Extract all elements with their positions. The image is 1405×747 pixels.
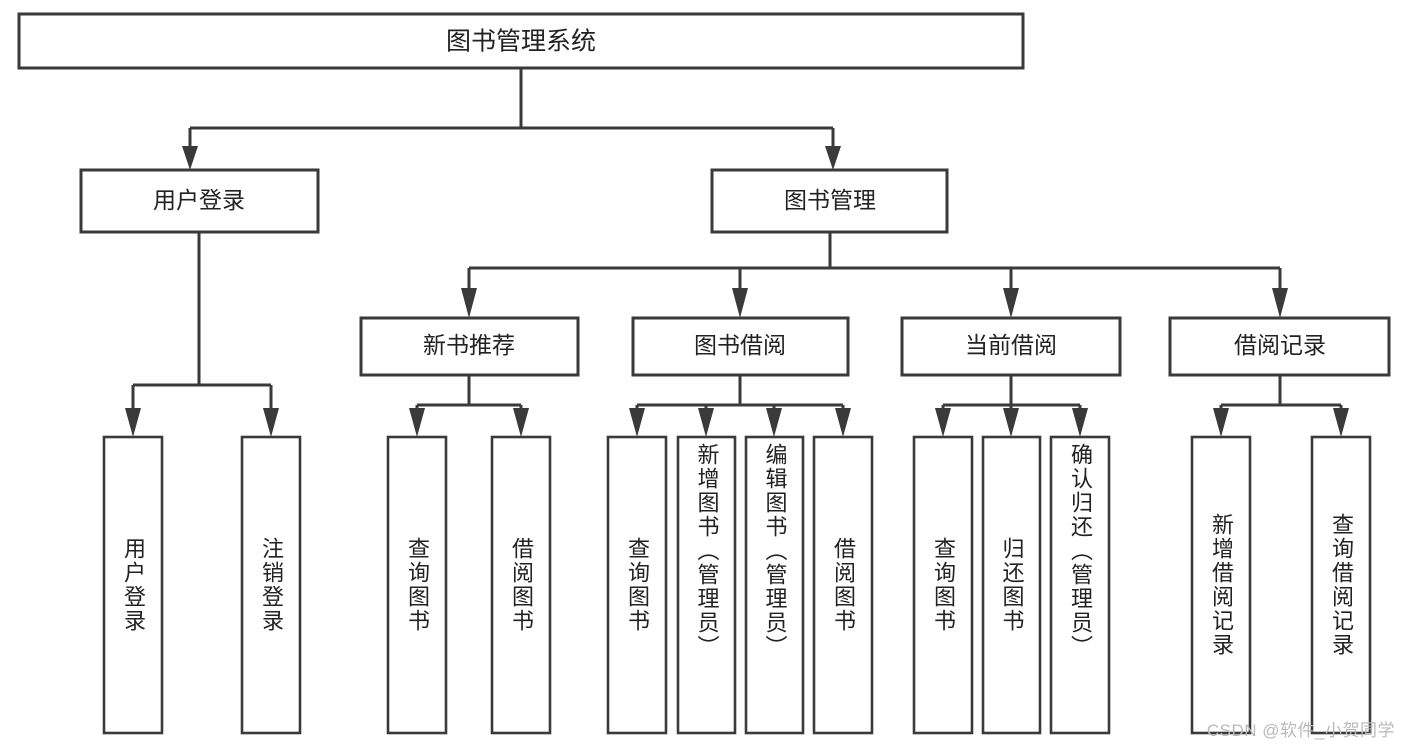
leaf-box-query-book-borrow[interactable] [606,435,668,735]
node-book-borrow[interactable]: 图书借阅 [631,316,850,377]
node-borrow-record[interactable]: 借阅记录 [1168,316,1391,377]
current-borrow-label: 当前借阅 [965,332,1057,358]
arrowhead-icon [766,408,782,437]
arrowhead-icon [835,408,851,437]
leaf-box-borrow-book-recommend[interactable] [490,435,552,735]
new-book-recommend-label: 新书推荐 [423,332,515,358]
node-root[interactable]: 图书管理系统 [17,12,1025,70]
arrowhead-icon [1072,408,1088,437]
connector-user-login-to-leaves [125,232,279,437]
leaf-box-add-book-admin[interactable] [676,435,737,735]
arrowhead-icon [1003,408,1019,437]
book-management-label: 图书管理 [784,187,876,213]
root-label: 图书管理系统 [446,28,596,56]
connector-new-book-recommend-to-leaves [409,375,529,437]
arrowhead-icon [125,408,141,437]
book-borrow-label: 图书借阅 [694,332,786,358]
arrowhead-icon [513,408,529,437]
connector-current-borrow-to-leaves [935,375,1088,437]
arrowhead-icon [698,408,714,437]
new-book-recommend-box[interactable] [359,316,580,377]
leaf-box-query-book-current[interactable] [912,435,974,735]
arrowhead-icon [825,146,841,170]
arrowhead-icon [461,288,477,318]
current-borrow-box[interactable] [900,316,1122,377]
leaf-box-return-book[interactable] [981,435,1042,735]
leaf-box-confirm-return-admin[interactable] [1049,435,1111,735]
connector-root-to-level2 [182,68,841,170]
leaf-box-logout[interactable] [240,435,302,735]
arrowhead-icon [1333,408,1349,437]
arrowhead-icon [263,408,279,437]
leaf-box-borrow-book[interactable] [812,435,874,735]
connector-book-borrow-to-leaves [629,375,851,437]
leaf-box-query-borrow-record[interactable] [1310,435,1372,735]
leaf-box-query-book-recommend[interactable] [386,435,448,735]
node-current-borrow[interactable]: 当前借阅 [900,316,1122,377]
leaf-box-add-borrow-record[interactable] [1190,435,1252,735]
arrowhead-icon [935,408,951,437]
leaf-box-edit-book-admin[interactable] [744,435,805,735]
arrowhead-icon [1003,288,1019,318]
node-book-management[interactable]: 图书管理 [710,168,949,234]
arrowhead-icon [409,408,425,437]
node-new-book-recommend[interactable]: 新书推荐 [359,316,580,377]
arrowhead-icon [1213,408,1229,437]
arrowhead-icon [182,146,198,170]
arrowhead-icon [629,408,645,437]
borrow-record-label: 借阅记录 [1234,332,1326,358]
connector-borrow-record-to-leaves [1213,375,1349,437]
root-box[interactable] [17,12,1025,70]
leaf-box-user-login[interactable] [102,435,164,735]
arrowhead-icon [1272,288,1288,318]
user-login-label: 用户登录 [153,187,245,213]
node-user-login[interactable]: 用户登录 [79,168,320,234]
arrowhead-icon [732,288,748,318]
user-login-box[interactable] [79,168,320,234]
connector-book-management-to-level3 [461,232,1288,318]
watermark: CSDN @软件_小贺同学 [1206,721,1395,740]
